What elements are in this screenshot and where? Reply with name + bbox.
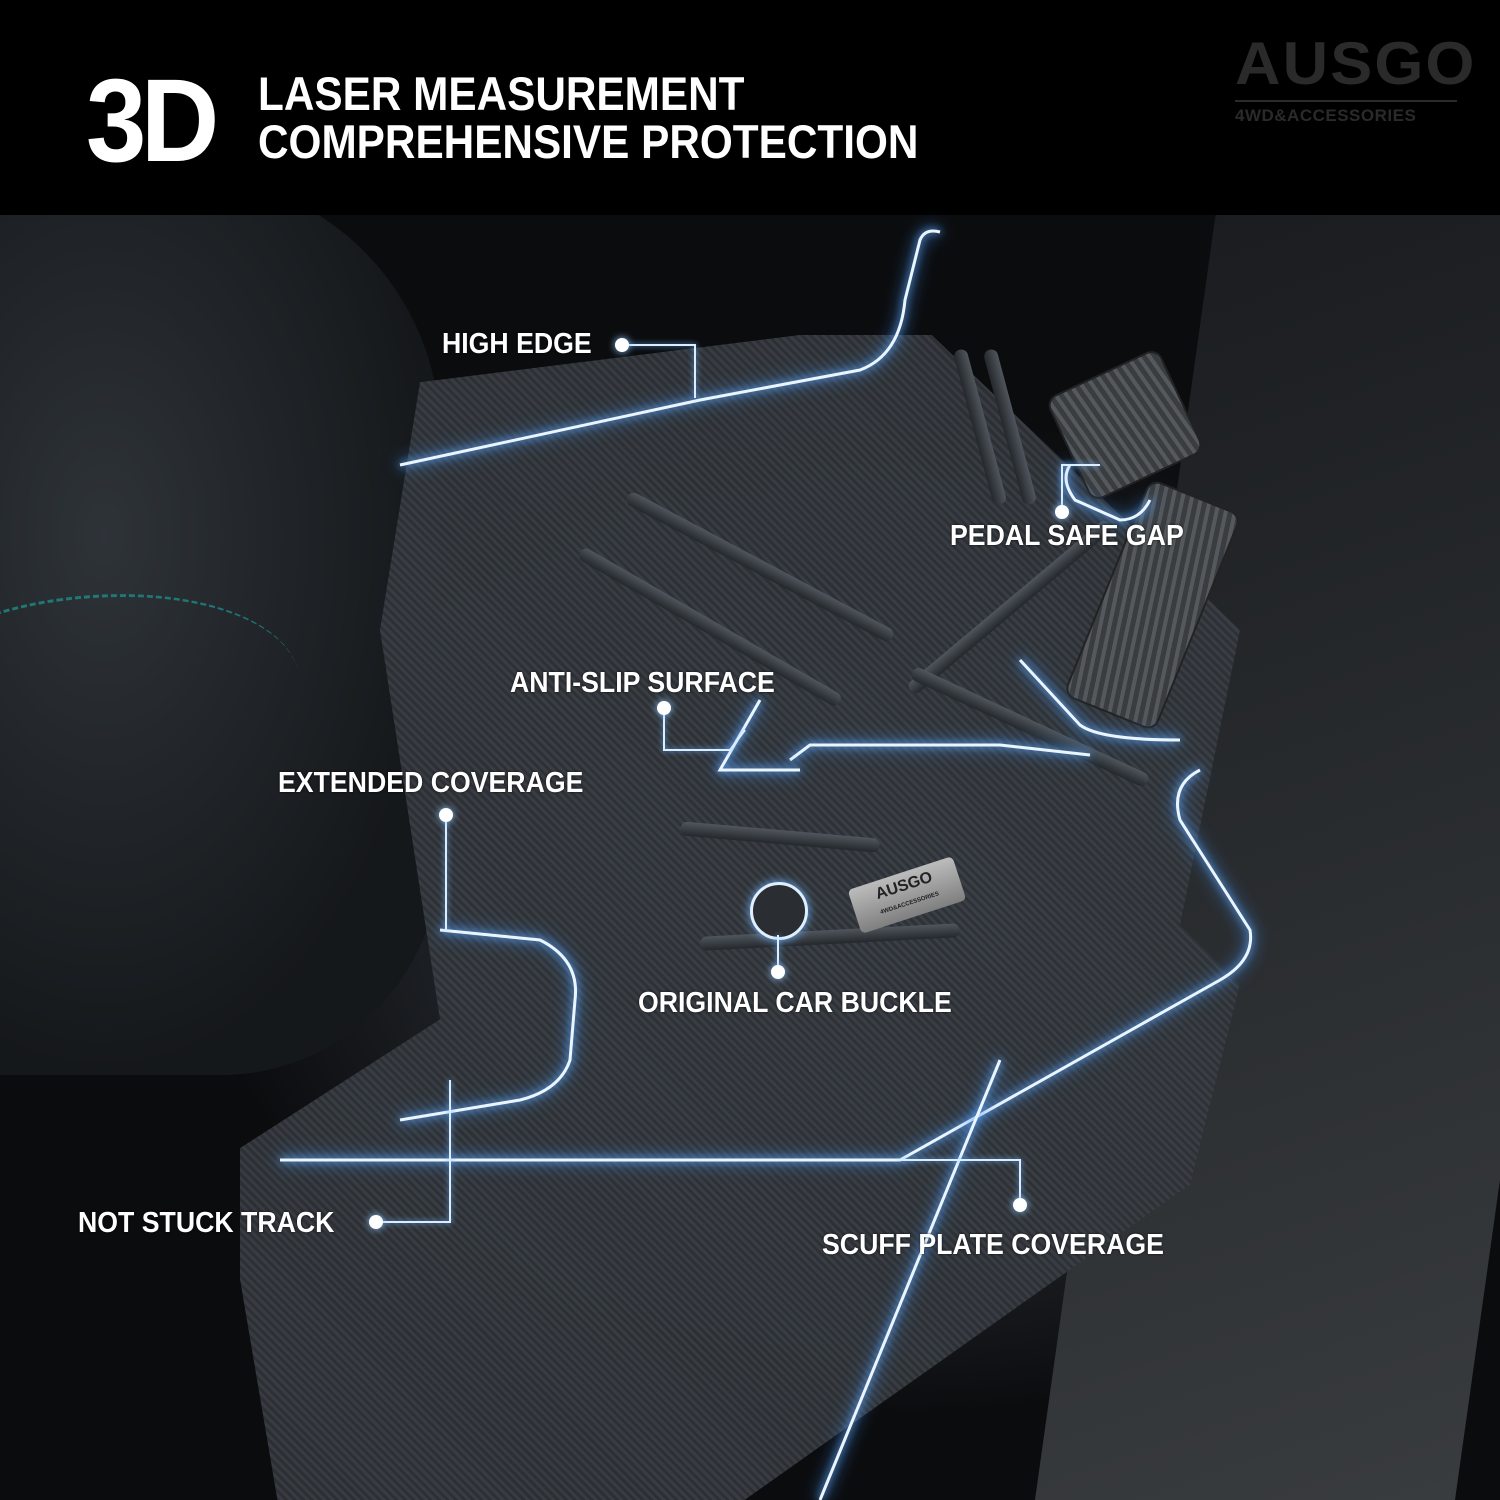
pedal-outline	[1064, 464, 1152, 522]
scuff-outline	[818, 1059, 1002, 1500]
callout-pedal-safe-gap: PEDAL SAFE GAP	[950, 520, 1184, 552]
leader-anti-slip	[663, 708, 746, 751]
zig-line-2	[717, 699, 800, 772]
headline-line-1: LASER MEASUREMENT	[258, 67, 745, 120]
leader-scuff	[900, 1159, 1021, 1205]
logo-tagline: 4WD&ACCESSORIES	[1235, 106, 1417, 125]
callout-dot-anti-slip	[657, 701, 671, 715]
leader-high-edge	[622, 344, 696, 398]
logo-divider	[1235, 100, 1457, 102]
brand-logo: AUSGO 4WD&ACCESSORIES	[1235, 34, 1474, 126]
header-banner: 3D LASER MEASUREMENT COMPREHENSIVE PROTE…	[0, 0, 1500, 215]
leader-pedal-gap	[1061, 464, 1100, 512]
track-outline	[399, 928, 578, 1122]
product-photo	[0, 215, 1500, 1500]
callout-dot-high-edge	[615, 338, 629, 352]
headline-3d: 3D	[86, 55, 219, 187]
zigzag-outline	[789, 743, 1091, 762]
callout-dot-buckle	[771, 965, 785, 979]
mat-buckle	[750, 882, 808, 940]
sill-outline	[280, 768, 1253, 1162]
callout-original-car-buckle: ORIGINAL CAR BUCKLE	[638, 987, 952, 1019]
callout-scuff-plate-coverage: SCUFF PLATE COVERAGE	[822, 1229, 1164, 1261]
car-seat	[0, 215, 440, 1075]
headline-line-2: COMPREHENSIVE PROTECTION	[258, 115, 919, 168]
callout-anti-slip-surface: ANTI-SLIP SURFACE	[510, 667, 775, 699]
callout-dot-extended	[439, 808, 453, 822]
callout-not-stuck-track: NOT STUCK TRACK	[78, 1207, 335, 1239]
callout-extended-coverage: EXTENDED COVERAGE	[278, 767, 584, 799]
accelerator-outline	[1018, 658, 1181, 742]
mat-edge-outline	[399, 229, 941, 467]
callout-dot-not-stuck	[369, 1215, 383, 1229]
callout-high-edge: HIGH EDGE	[442, 328, 592, 360]
logo-wordmark: AUSGO	[1235, 30, 1477, 97]
callout-dot-pedal-gap	[1055, 505, 1069, 519]
callout-dot-scuff	[1013, 1198, 1027, 1212]
leader-not-stuck	[376, 1080, 451, 1223]
